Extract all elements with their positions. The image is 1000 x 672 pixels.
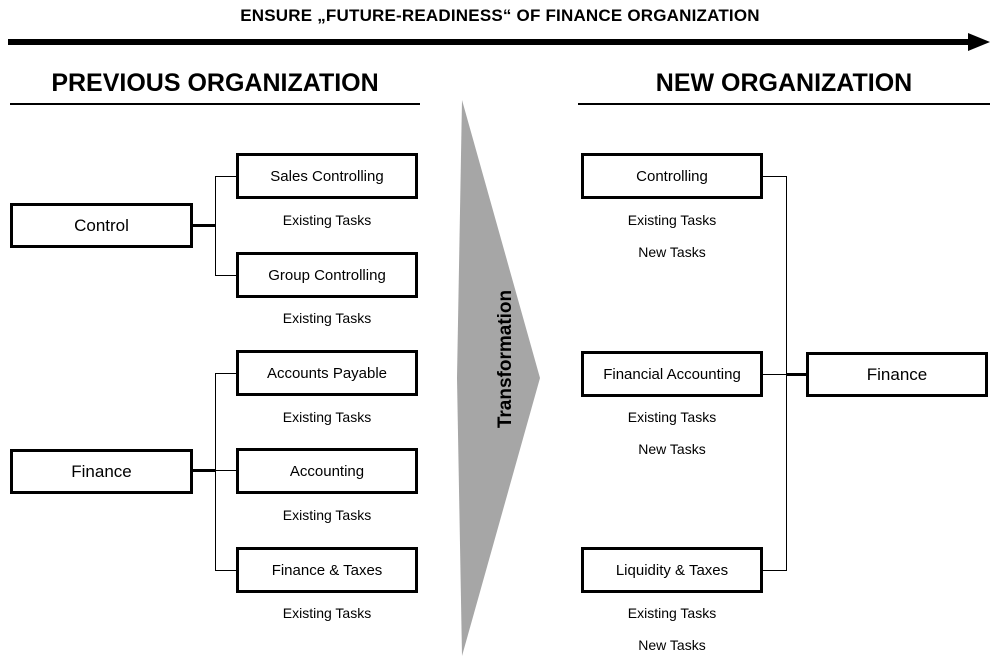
connector-control-to-group-controlling: [215, 275, 237, 276]
previous-organization-heading: PREVIOUS ORGANIZATION: [51, 69, 379, 97]
top-arrow-shaft: [8, 39, 971, 45]
box-label: Controlling: [636, 167, 708, 185]
box-label: Group Controlling: [268, 266, 386, 284]
connector-controlling-to-spine: [763, 176, 787, 177]
connector-finance-stem: [193, 469, 216, 472]
box-accounts-payable[interactable]: Accounts Payable: [236, 350, 418, 396]
transformation-label: Transformation: [495, 289, 516, 429]
connector-finance-to-accounting: [215, 470, 237, 471]
box-controlling[interactable]: Controlling: [581, 153, 763, 199]
box-group-controlling[interactable]: Group Controlling: [236, 252, 418, 298]
box-previous-control[interactable]: Control: [10, 203, 193, 248]
box-label: Finance & Taxes: [271, 561, 383, 579]
box-label: Sales Controlling: [270, 167, 384, 185]
connector-liquidity-taxes-to-spine: [763, 570, 787, 571]
tasks-accounts-payable-existing: Existing Tasks: [282, 409, 372, 425]
connector-control-stem: [193, 224, 216, 227]
page-title: ENSURE „FUTURE-READINESS“ OF FINANCE ORG…: [240, 6, 760, 25]
tasks-controlling-new: New Tasks: [638, 244, 706, 260]
tasks-liquidity-and-taxes-existing: Existing Tasks: [627, 605, 717, 621]
tasks-financial-accounting-existing: Existing Tasks: [627, 409, 717, 425]
new-organization-heading: NEW ORGANIZATION: [655, 69, 913, 97]
connector-control-spine: [215, 176, 216, 276]
tasks-financial-accounting-new: New Tasks: [638, 441, 706, 457]
box-accounting[interactable]: Accounting: [236, 448, 418, 494]
box-sales-controlling[interactable]: Sales Controlling: [236, 153, 418, 199]
transformation-arrow-shape: [457, 100, 540, 656]
connector-finance-to-finance-taxes: [215, 570, 237, 571]
previous-heading-rule: [10, 103, 420, 105]
box-label: Finance: [866, 364, 928, 384]
box-finance-and-taxes[interactable]: Finance & Taxes: [236, 547, 418, 593]
box-label: Accounts Payable: [266, 364, 388, 382]
tasks-controlling-existing: Existing Tasks: [627, 212, 717, 228]
box-previous-finance[interactable]: Finance: [10, 449, 193, 494]
box-liquidity-and-taxes[interactable]: Liquidity & Taxes: [581, 547, 763, 593]
tasks-finance-and-taxes-existing: Existing Tasks: [282, 605, 372, 621]
connector-spine-to-new-finance: [786, 373, 808, 376]
connector-finance-to-accounts-payable: [215, 373, 237, 374]
box-label: Financial Accounting: [603, 365, 741, 383]
tasks-group-controlling-existing: Existing Tasks: [282, 310, 372, 326]
right-arrow-icon: [968, 33, 990, 51]
tasks-accounting-existing: Existing Tasks: [282, 507, 372, 523]
box-financial-accounting[interactable]: Financial Accounting: [581, 351, 763, 397]
tasks-liquidity-and-taxes-new: New Tasks: [638, 637, 706, 653]
box-label: Liquidity & Taxes: [615, 561, 729, 579]
box-new-finance[interactable]: Finance: [806, 352, 988, 397]
box-label: Accounting: [289, 462, 365, 480]
new-heading-rule: [578, 103, 990, 105]
connector-control-to-sales-controlling: [215, 176, 237, 177]
connector-finance-spine: [215, 373, 216, 571]
tasks-sales-controlling-existing: Existing Tasks: [282, 212, 372, 228]
connector-financial-accounting-to-spine: [763, 374, 787, 375]
box-label: Finance: [71, 461, 132, 481]
box-label: Control: [74, 215, 129, 235]
